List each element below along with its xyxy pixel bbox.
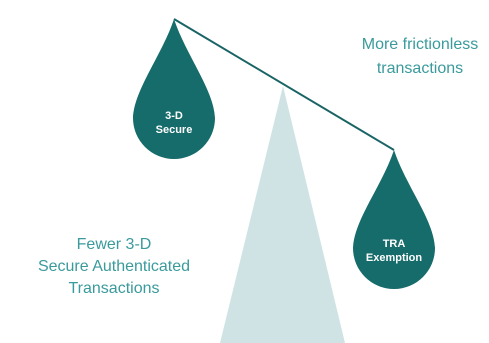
right-weight: TRA Exemption [353,150,435,289]
left-weight: 3-D Secure [133,19,215,159]
left-drop-shape [133,19,215,159]
right-drop-shape [353,150,435,289]
authenticated-caption: Fewer 3-D Secure Authenticated Transacti… [28,234,200,300]
frictionless-caption-line1: More frictionless [361,36,479,53]
balance-beam [173,18,395,151]
authenticated-caption-line3: Transactions [68,280,160,298]
left-weight-label-line1: 3-D [165,110,183,122]
frictionless-caption: More frictionless transactions [340,33,489,81]
right-weight-label-line1: TRA [383,238,406,250]
fulcrum-triangle [220,86,345,343]
authenticated-caption-line1: Fewer 3-D [76,236,152,253]
left-weight-label-line2: Secure [156,124,193,136]
frictionless-caption-line2: transactions [376,60,464,77]
right-weight-label-line2: Exemption [366,252,423,264]
authenticated-caption-line2: Secure Authenticated [37,258,191,276]
